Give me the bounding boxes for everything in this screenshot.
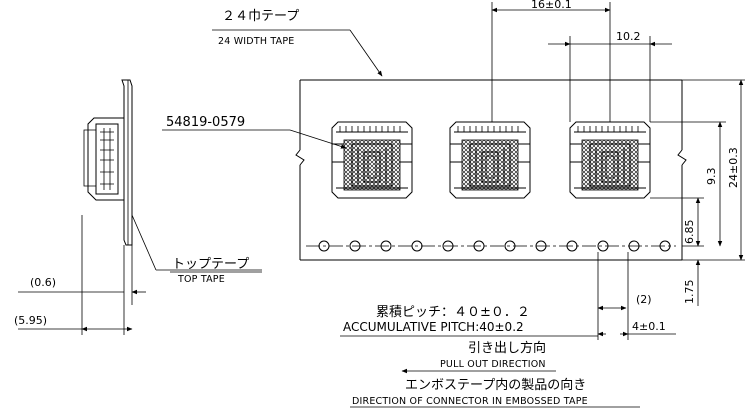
pull-direction-en: PULL OUT DIRECTION bbox=[440, 359, 546, 370]
dim-width-10-2: 10.2 bbox=[616, 30, 641, 43]
top-tape-label-jp: トップテープ bbox=[172, 257, 249, 272]
side-view bbox=[18, 79, 262, 335]
dim-pitch-4: 4±0.1 bbox=[632, 320, 666, 333]
dim-pitch-16: 16±0.1 bbox=[531, 0, 572, 11]
dim-6-85: 6.85 bbox=[683, 220, 696, 245]
sprocket-holes bbox=[318, 240, 671, 252]
accumulative-pitch-en: ACCUMULATIVE PITCH:40±0.2 bbox=[343, 320, 524, 334]
sprocket-hole bbox=[411, 240, 423, 252]
dimension-lines bbox=[491, 2, 745, 340]
dim-24: 24±0.3 bbox=[727, 147, 740, 188]
pull-direction-jp: 引き出し方向 bbox=[468, 340, 546, 356]
part-number: 54819-0579 bbox=[166, 115, 245, 130]
tape-title-jp: ２４巾テープ bbox=[222, 9, 299, 24]
sprocket-hole bbox=[597, 240, 609, 252]
top-tape-label-en: TOP TAPE bbox=[177, 274, 225, 285]
dim-9-3: 9.3 bbox=[705, 168, 718, 186]
dim-0-6: (0.6) bbox=[30, 276, 56, 289]
connector-direction-jp: エンボステープ内の製品の向き bbox=[405, 377, 586, 393]
tape-title-en: 24 WIDTH TAPE bbox=[218, 36, 294, 47]
sprocket-hole bbox=[659, 240, 671, 252]
sprocket-hole bbox=[442, 240, 454, 252]
dim-paren-2: (2) bbox=[636, 293, 652, 306]
dim-1-75: 1.75 bbox=[683, 280, 696, 305]
sprocket-hole bbox=[535, 240, 547, 252]
sprocket-hole bbox=[566, 240, 578, 252]
sprocket-hole bbox=[318, 240, 330, 252]
connector-pocket-3 bbox=[569, 121, 651, 199]
sprocket-hole bbox=[380, 240, 392, 252]
carrier-tape bbox=[295, 79, 687, 261]
sprocket-hole bbox=[628, 240, 640, 252]
connector-pocket-2 bbox=[449, 121, 531, 199]
sprocket-hole bbox=[473, 240, 485, 252]
dim-5-95: (5.95) bbox=[14, 314, 47, 327]
accumulative-pitch-jp: 累積ピッチ：４０±０．２ bbox=[376, 305, 530, 320]
sprocket-hole bbox=[349, 240, 361, 252]
sprocket-hole bbox=[504, 240, 516, 252]
connector-direction-en: DIRECTION OF CONNECTOR IN EMBOSSED TAPE bbox=[352, 396, 588, 407]
connector-pocket-1 bbox=[331, 121, 413, 199]
